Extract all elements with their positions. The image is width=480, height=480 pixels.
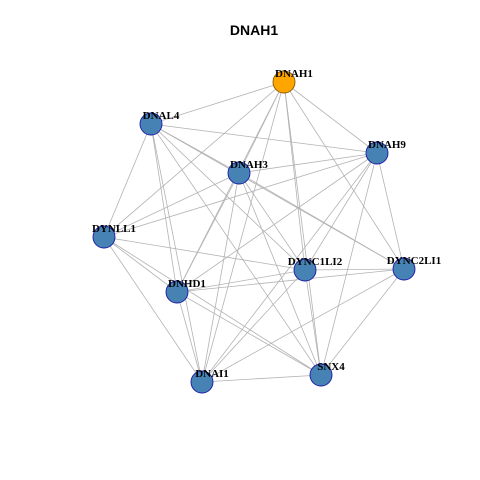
edge-dnah9-dync2li1 — [376, 152, 405, 270]
node-dnah9[interactable] — [365, 141, 389, 165]
edge-dnah3-dynll1 — [103, 172, 240, 238]
edge-dynll1-dync1li2 — [103, 236, 306, 271]
edge-dnah1-dynll1 — [103, 81, 285, 238]
edge-layer — [103, 81, 405, 383]
edge-dynll1-snx4 — [103, 236, 322, 376]
edge-dynll1-dnhd1 — [103, 236, 178, 293]
node-dync1li2[interactable] — [293, 258, 317, 282]
node-label-dnah3: DNAH3 — [230, 159, 268, 171]
node-label-dnai1: DNAI1 — [195, 368, 229, 380]
node-dnah3[interactable] — [227, 161, 251, 185]
edge-dnah9-dnhd1 — [176, 152, 378, 293]
node-layer — [92, 70, 416, 394]
edge-dnal4-snx4 — [150, 123, 322, 376]
node-label-dnal4: DNAL4 — [143, 110, 180, 122]
edge-dync1li2-dnhd1 — [176, 269, 306, 293]
edge-dnah1-dnal4 — [150, 81, 285, 125]
edge-dync1li2-dnai1 — [201, 269, 306, 383]
edge-dync2li1-snx4 — [320, 268, 405, 376]
node-label-dnhd1: DNHD1 — [168, 278, 206, 290]
edge-dync2li1-dnhd1 — [176, 268, 405, 293]
node-label-dync2li1: DYNC2LI1 — [387, 255, 441, 267]
edge-dnal4-dnah9 — [150, 123, 378, 154]
edge-dnhd1-snx4 — [176, 291, 322, 376]
edge-dync1li2-snx4 — [304, 269, 322, 376]
node-dnal4[interactable] — [139, 112, 163, 136]
edge-dnah3-dync2li1 — [238, 172, 405, 270]
edge-dnah9-dnah3 — [238, 152, 378, 174]
edge-dnah3-dnhd1 — [176, 172, 240, 293]
edge-dnah3-dnai1 — [201, 172, 240, 383]
edge-dnal4-dynll1 — [103, 123, 152, 238]
node-snx4[interactable] — [309, 363, 333, 387]
node-label-dnah9: DNAH9 — [368, 139, 406, 151]
edge-dnah1-dync1li2 — [283, 81, 306, 271]
edge-dnah9-dync1li2 — [304, 152, 378, 271]
edge-dnal4-dnhd1 — [150, 123, 178, 293]
edge-dnah9-dynll1 — [103, 152, 378, 238]
node-label-dync1li2: DYNC1LI2 — [288, 256, 343, 268]
edge-dnah9-snx4 — [320, 152, 378, 376]
edge-dnhd1-dnai1 — [176, 291, 203, 383]
edge-dnah1-dnah9 — [283, 81, 378, 154]
node-label-dynll1: DYNLL1 — [92, 223, 136, 235]
edge-dnah3-dync1li2 — [238, 172, 306, 271]
edge-dnal4-dnai1 — [150, 123, 203, 383]
edge-dnah1-dnai1 — [201, 81, 285, 383]
edge-dynll1-dnai1 — [103, 236, 203, 383]
node-dnhd1[interactable] — [165, 280, 189, 304]
node-dync2li1[interactable] — [392, 257, 416, 281]
edge-dnah1-snx4 — [283, 81, 322, 376]
diagram-title: DNAH1 — [230, 22, 278, 38]
edge-dnal4-dync1li2 — [150, 123, 306, 271]
edge-dync2li1-dnai1 — [201, 268, 405, 383]
edge-dync1li2-dync2li1 — [304, 268, 405, 271]
node-dynll1[interactable] — [92, 225, 116, 249]
node-dnah1[interactable] — [272, 70, 296, 94]
node-dnai1[interactable] — [190, 370, 214, 394]
edge-dnai1-snx4 — [201, 374, 322, 383]
node-label-snx4: SNX4 — [317, 361, 345, 373]
node-label-dnah1: DNAH1 — [275, 68, 313, 80]
